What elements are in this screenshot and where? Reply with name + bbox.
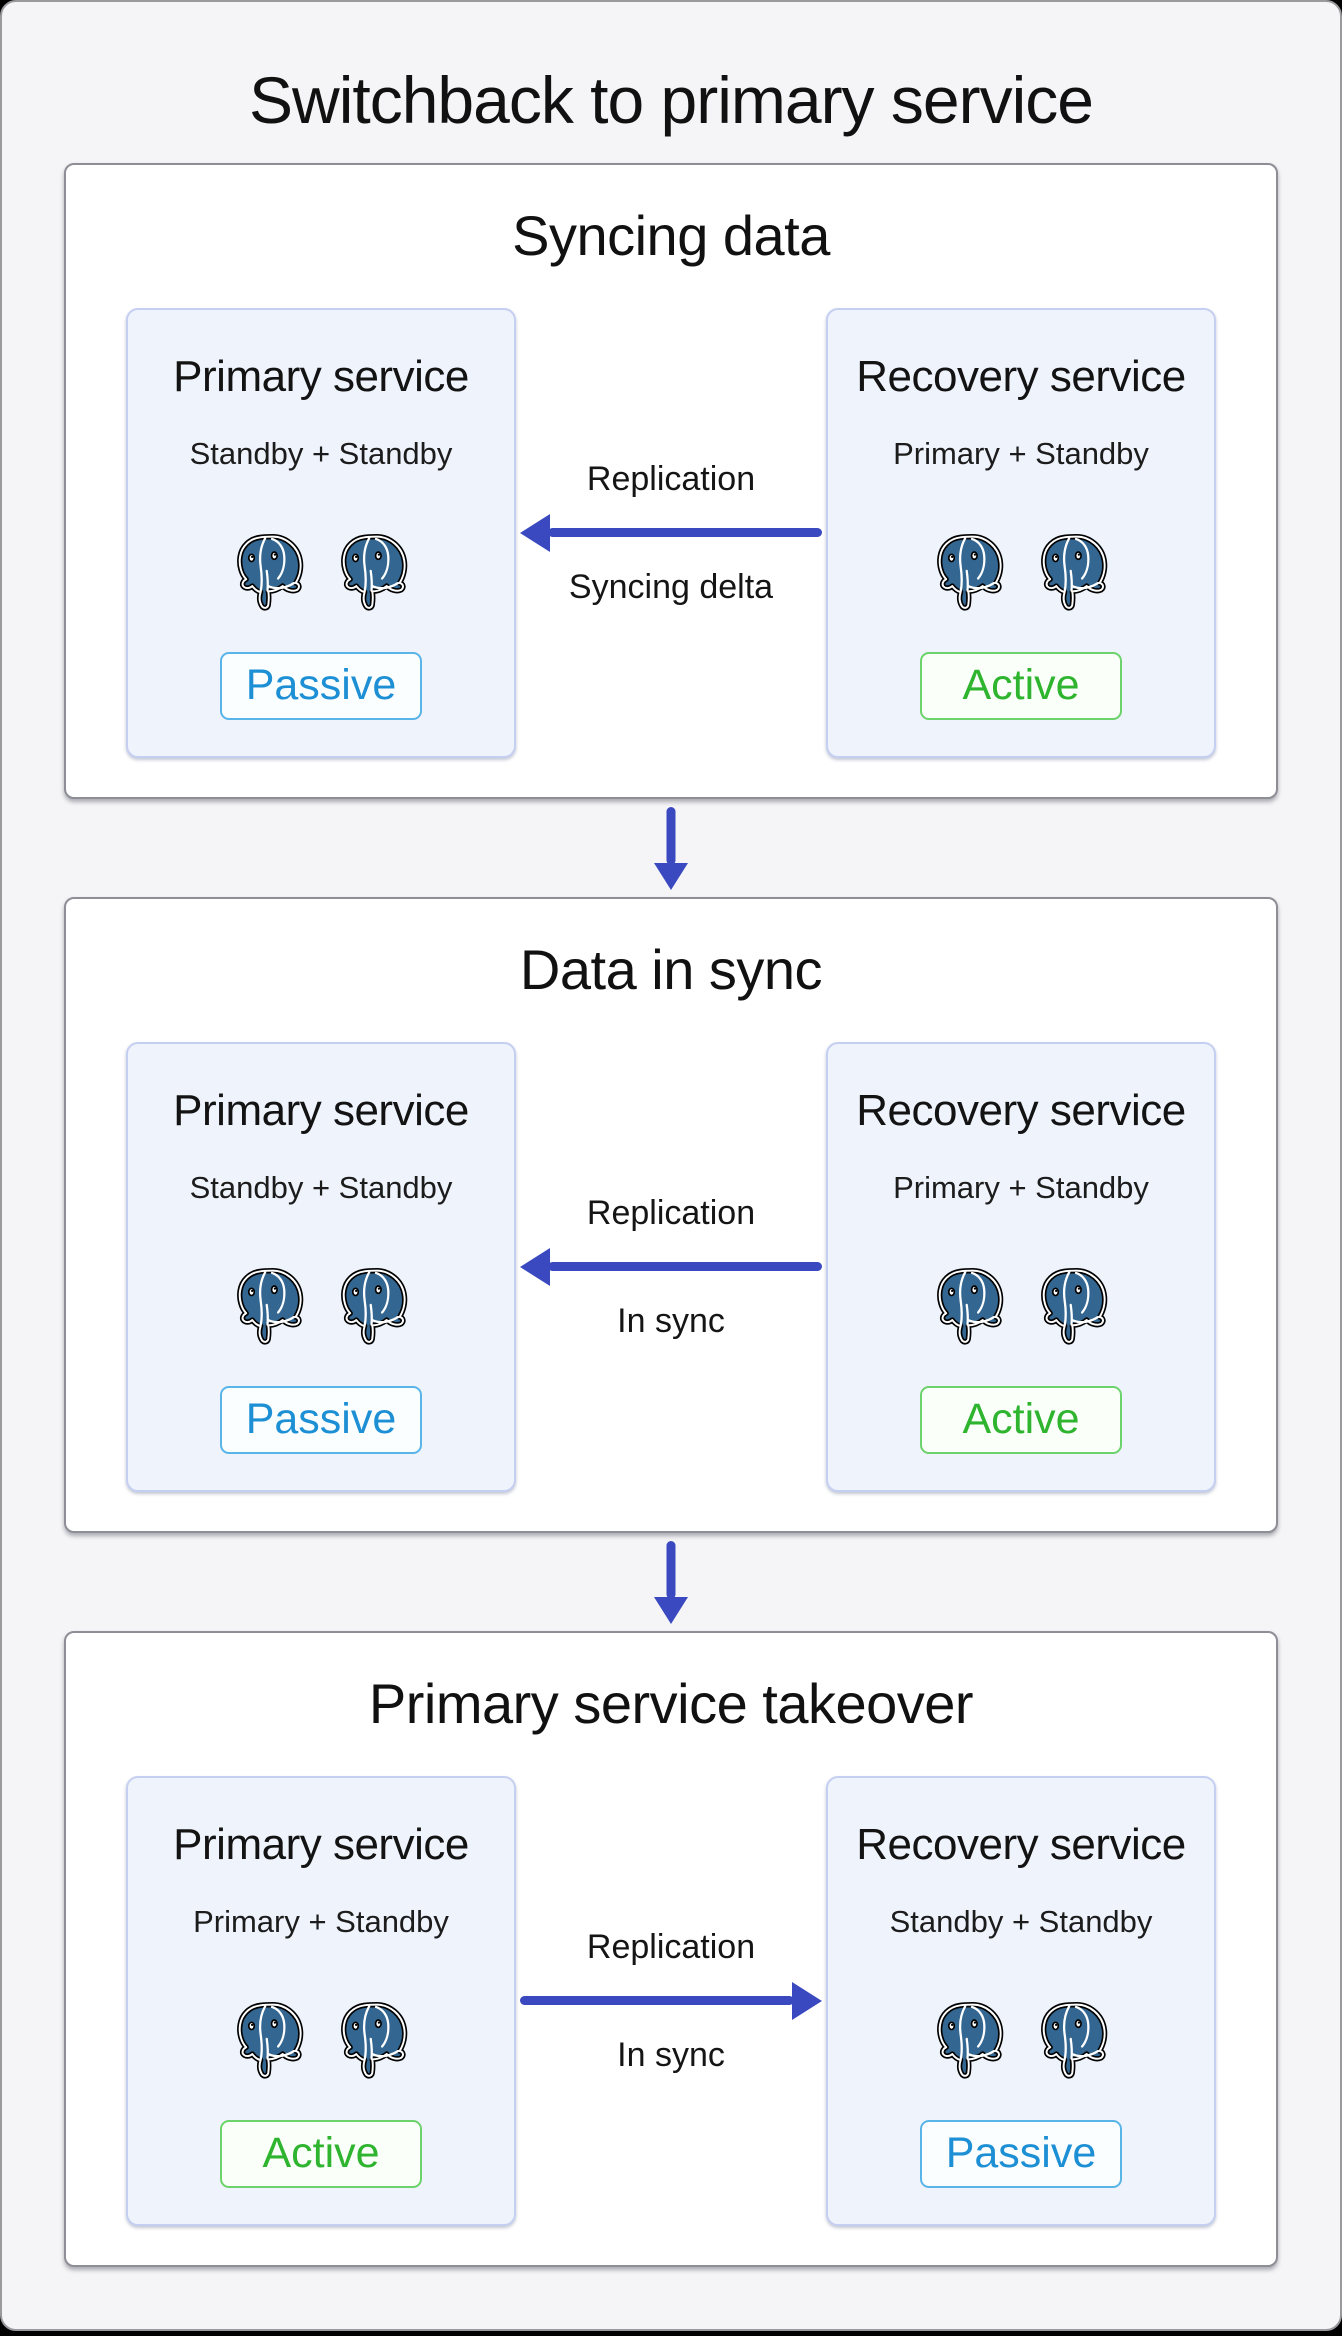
flow-down-arrow-icon bbox=[64, 1533, 1278, 1631]
stage-title: Primary service takeover bbox=[368, 1671, 974, 1735]
arrow-shaft bbox=[666, 1540, 676, 1599]
replication-status-label: Syncing delta bbox=[568, 567, 774, 606]
service-card-recovery: Recovery service Primary + Standby Activ… bbox=[826, 307, 1216, 758]
page-title: Switchback to primary service bbox=[249, 63, 1094, 137]
postgresql-elephant-icon bbox=[931, 532, 1007, 612]
postgresql-elephant-icon bbox=[1035, 2000, 1111, 2080]
replication-column: Replication In sync bbox=[516, 1776, 826, 2226]
arrow-shaft bbox=[548, 528, 822, 538]
database-icons-row bbox=[931, 1266, 1111, 1346]
arrow-head bbox=[520, 513, 550, 552]
postgresql-elephant-icon bbox=[931, 2000, 1007, 2080]
status-badge: Passive bbox=[920, 2119, 1122, 2188]
database-icons-row bbox=[231, 532, 411, 612]
status-badge: Active bbox=[220, 2119, 422, 2188]
service-card-recovery: Recovery service Standby + Standby Passi… bbox=[826, 1775, 1216, 2226]
flow-down-arrow-icon bbox=[64, 799, 1278, 897]
service-subtitle: Standby + Standby bbox=[189, 435, 453, 471]
postgresql-elephant-icon bbox=[335, 2000, 411, 2080]
diagram-content: Syncing data Primary service Standby + S… bbox=[64, 162, 1278, 2267]
postgresql-elephant-icon bbox=[335, 1266, 411, 1346]
replication-status-label: In sync bbox=[617, 1301, 725, 1340]
status-badge: Passive bbox=[220, 1385, 422, 1454]
service-subtitle: Standby + Standby bbox=[189, 1169, 453, 1205]
service-card-recovery: Recovery service Primary + Standby Activ… bbox=[826, 1041, 1216, 1492]
stage-data-in-sync: Data in sync Primary service Standby + S… bbox=[64, 896, 1278, 1533]
service-title: Primary service bbox=[173, 1819, 469, 1869]
service-title: Recovery service bbox=[856, 1085, 1186, 1135]
replication-label: Replication bbox=[586, 459, 756, 498]
postgresql-elephant-icon bbox=[231, 532, 307, 612]
stage-row: Primary service Standby + Standby Passiv… bbox=[126, 307, 1216, 758]
database-icons-row bbox=[931, 2000, 1111, 2080]
arrow-head bbox=[792, 1981, 822, 2020]
status-badge: Active bbox=[920, 1385, 1122, 1454]
arrow-head bbox=[520, 1247, 550, 1286]
service-subtitle: Primary + Standby bbox=[893, 435, 1149, 471]
arrow-shaft bbox=[666, 806, 676, 865]
service-card-primary: Primary service Primary + Standby Active bbox=[126, 1775, 516, 2226]
postgresql-elephant-icon bbox=[1035, 1266, 1111, 1346]
database-icons-row bbox=[231, 1266, 411, 1346]
replication-arrow-left-icon bbox=[516, 513, 826, 553]
stage-syncing-data: Syncing data Primary service Standby + S… bbox=[64, 162, 1278, 799]
postgresql-elephant-icon bbox=[931, 1266, 1007, 1346]
status-badge: Active bbox=[920, 651, 1122, 720]
service-subtitle: Primary + Standby bbox=[893, 1169, 1149, 1205]
service-card-primary: Primary service Standby + Standby Passiv… bbox=[126, 307, 516, 758]
replication-status-label: In sync bbox=[617, 2035, 725, 2074]
service-title: Primary service bbox=[173, 1085, 469, 1135]
postgresql-elephant-icon bbox=[231, 1266, 307, 1346]
postgresql-elephant-icon bbox=[231, 2000, 307, 2080]
replication-arrow-right-icon bbox=[516, 1981, 826, 2021]
replication-label: Replication bbox=[586, 1927, 756, 1966]
service-card-primary: Primary service Standby + Standby Passiv… bbox=[126, 1041, 516, 1492]
stage-row: Primary service Standby + Standby Passiv… bbox=[126, 1041, 1216, 1492]
service-title: Recovery service bbox=[856, 1819, 1186, 1869]
arrow-shaft bbox=[548, 1262, 822, 1272]
database-icons-row bbox=[931, 532, 1111, 612]
stage-title: Data in sync bbox=[519, 937, 823, 1001]
replication-label: Replication bbox=[586, 1193, 756, 1232]
replication-column: Replication Syncing delta bbox=[516, 308, 826, 758]
replication-arrow-left-icon bbox=[516, 1247, 826, 1287]
arrow-head bbox=[654, 862, 688, 890]
service-subtitle: Standby + Standby bbox=[889, 1903, 1153, 1939]
arrow-head bbox=[654, 1596, 688, 1624]
database-icons-row bbox=[231, 2000, 411, 2080]
postgresql-elephant-icon bbox=[335, 532, 411, 612]
status-badge: Passive bbox=[220, 651, 422, 720]
arrow-shaft bbox=[520, 1996, 794, 2006]
postgresql-elephant-icon bbox=[1035, 532, 1111, 612]
stage-primary-service-takeover: Primary service takeover Primary service… bbox=[64, 1630, 1278, 2267]
replication-column: Replication In sync bbox=[516, 1042, 826, 1492]
service-subtitle: Primary + Standby bbox=[193, 1903, 449, 1939]
service-title: Recovery service bbox=[856, 351, 1186, 401]
stage-title: Syncing data bbox=[512, 203, 830, 267]
service-title: Primary service bbox=[173, 351, 469, 401]
stage-row: Primary service Primary + Standby Active… bbox=[126, 1775, 1216, 2226]
